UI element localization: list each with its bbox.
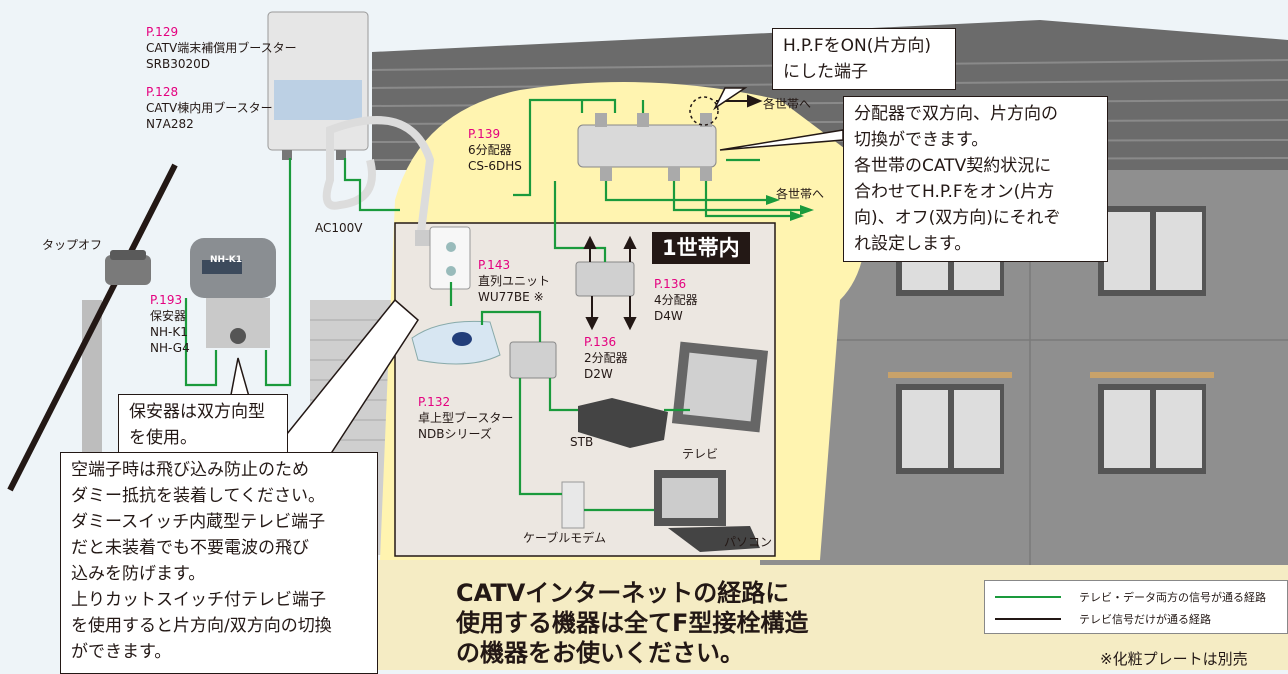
stb-device: [578, 398, 668, 448]
protector-callout: 保安器は双方向型 を使用。: [118, 394, 288, 456]
callout-pointers: [229, 87, 844, 456]
protector-device-text: NH-K1: [210, 255, 243, 265]
pc-device: [654, 470, 760, 552]
splitter-callout: 分配器で双方向、片方向の 切換ができます。 各世帯のCATV契約状況に 合わせて…: [843, 96, 1108, 262]
ac-label: AC100V: [315, 221, 363, 235]
footnote: ※化粧プレートは別売: [1100, 650, 1248, 668]
modem-device: [561, 481, 585, 529]
pc-label: パソコン: [724, 535, 773, 549]
tv-label: テレビ: [682, 447, 719, 461]
legend-green-swatch: [995, 596, 1061, 598]
protector-label: P.193 保安器 NH-K1 NH-G4: [150, 293, 190, 355]
protector-device: [190, 238, 276, 348]
household-badge: 1世帯内: [652, 232, 750, 264]
srb-booster-device: [267, 11, 369, 160]
terminal-callout: 空端子時は飛び込み防止のため ダミー抵抗を装着してください。 ダミースイッチ内蔵…: [60, 452, 378, 674]
outlet-port: [446, 242, 456, 252]
stb-label: STB: [570, 435, 594, 449]
splitter6-label: P.139 6分配器 CS-6DHS: [468, 127, 522, 173]
modem-label: ケーブルモデム: [523, 531, 607, 545]
each-home-label: 各世帯へ: [776, 187, 825, 201]
hpf-highlight: [689, 96, 719, 126]
wall-outlet: [429, 226, 471, 290]
ac-cable: [322, 116, 435, 241]
desk-booster-label: P.132 卓上型ブースター NDBシリーズ: [418, 395, 514, 441]
tapoff-device: [105, 250, 151, 285]
tapoff-label: タップオフ: [42, 238, 103, 252]
splitter2-device: [509, 341, 557, 379]
legend: テレビ・データ両方の信号が通る経路 テレビ信号だけが通る経路: [984, 580, 1288, 634]
notice-heading: CATVインターネットの経路に 使用する機器は全てF型接栓構造 の機器をお使いく…: [456, 579, 809, 667]
n7a-label: P.128 CATV棟内用ブースター N7A282: [146, 85, 273, 131]
window: [888, 372, 1012, 474]
splitter4-device: [575, 261, 635, 297]
splitter4-label: P.136 4分配器 D4W: [654, 277, 698, 323]
unit-label: P.143 直列ユニット WU77BE ※: [478, 258, 551, 304]
overhead-cable: [7, 163, 178, 492]
window: [1090, 372, 1214, 474]
hpf-callout: H.P.FをON(片方向) にした端子: [772, 28, 956, 90]
splitter2-label: P.136 2分配器 D2W: [584, 335, 628, 381]
srb-label: P.129 CATV端末補償用ブースター SRB3020D: [146, 25, 297, 71]
black-routes: [583, 94, 763, 331]
outlet-port: [446, 266, 456, 276]
green-routes: [184, 98, 800, 512]
window: [1098, 206, 1206, 296]
utility-pole: [82, 300, 102, 480]
splitter6-device: [577, 113, 717, 181]
each-home-label: 各世帯へ: [763, 97, 812, 111]
legend-black-swatch: [995, 618, 1061, 620]
ac-plug: [415, 230, 433, 246]
green-arrows: [766, 195, 814, 221]
